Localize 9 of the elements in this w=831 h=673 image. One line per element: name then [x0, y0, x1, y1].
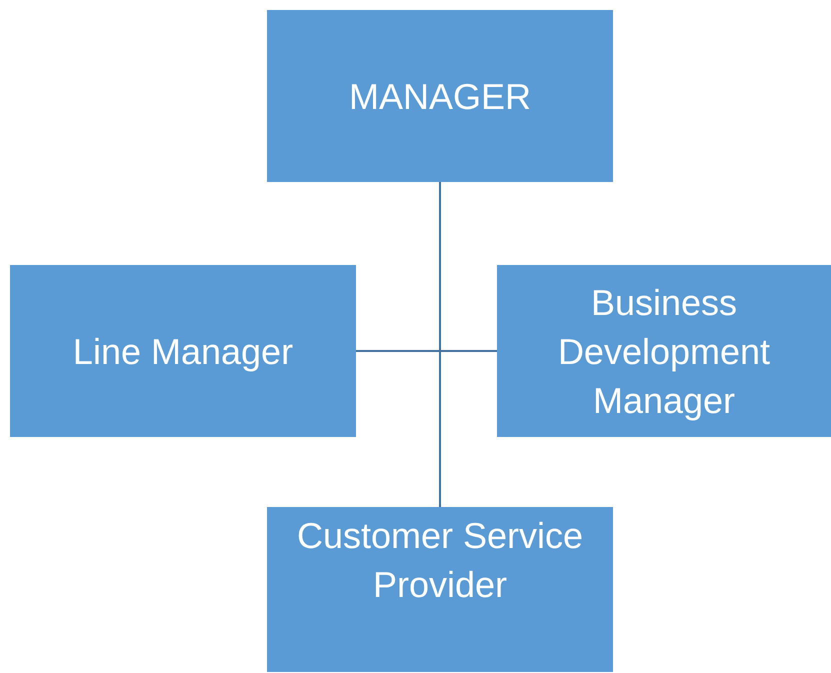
org-box [497, 265, 831, 437]
org-box [10, 265, 356, 437]
org-box [267, 10, 613, 182]
box-label: MANAGER [348, 74, 532, 118]
connector-line [439, 182, 497, 352]
box-label: Line Manager [72, 330, 294, 374]
box-label: Customer Service Provider [296, 514, 584, 607]
box-label: Business Development Manager [556, 280, 772, 422]
org-box [267, 507, 613, 672]
